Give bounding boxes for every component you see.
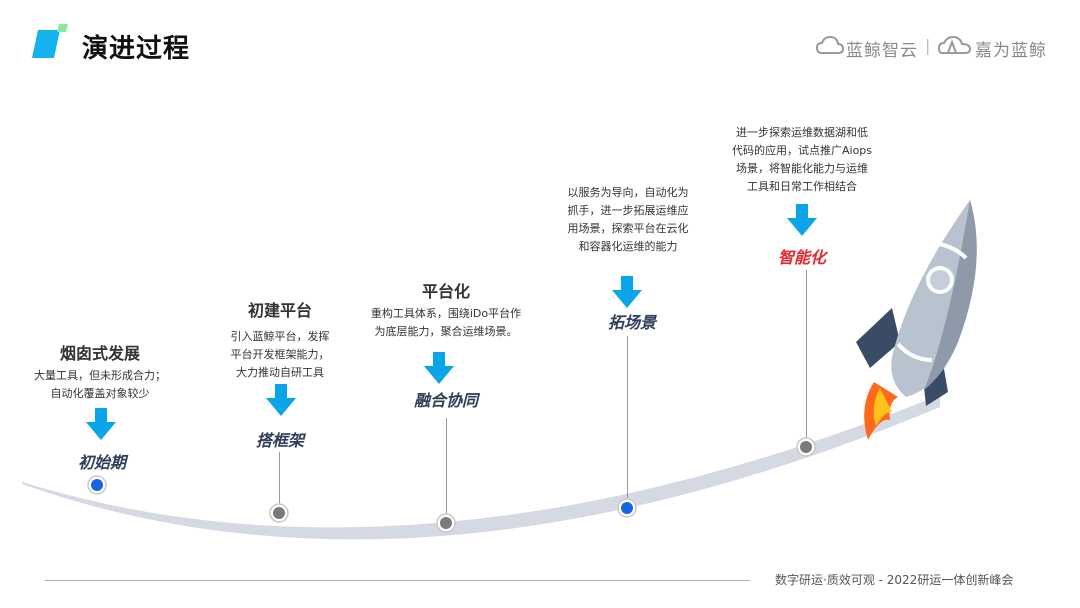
stage-4-node xyxy=(617,498,637,518)
stage-3-desc: 重构工具体系，围绕iDo平台作 为底层能力，聚合运维场景。 xyxy=(370,307,522,338)
stage-2-connector xyxy=(279,452,280,504)
stage-3-label: 融合协同 xyxy=(413,391,478,410)
down-arrow-icon xyxy=(266,384,296,416)
cloud-logo-icon xyxy=(816,35,844,54)
stage-3-connector xyxy=(446,418,447,514)
down-arrow-icon xyxy=(612,276,642,308)
stage-2-label: 搭框架 xyxy=(255,431,304,450)
down-arrow-icon xyxy=(787,204,817,236)
stage-4-desc: 以服务为导向，自动化为 抓手，进一步拓展运维应 用场景，探索平台在云化 和容器化… xyxy=(567,186,689,253)
footer-text: 数字研运·质效可观 - 2022研运一体创新峰会 xyxy=(775,573,1014,587)
stage-5-connector xyxy=(806,270,807,438)
logo-icon xyxy=(32,24,68,58)
down-arrow-icon xyxy=(86,408,116,440)
down-arrow-icon xyxy=(424,352,454,384)
stage-1-title: 烟囱式发展 xyxy=(59,344,140,363)
brand-separator: | xyxy=(925,36,931,55)
stage-2-node xyxy=(269,503,289,523)
stage-3-node xyxy=(436,513,456,533)
rocket-icon xyxy=(856,200,977,440)
stage-4-connector xyxy=(627,336,628,498)
stage-5-node xyxy=(796,437,816,457)
stage-2-title: 初建平台 xyxy=(247,301,312,320)
page-title: 演进过程 xyxy=(82,34,191,64)
stage-3-title: 平台化 xyxy=(421,282,470,301)
stage-2-desc: 引入蓝鲸平台，发挥 平台开发框架能力， 大力推动自研工具 xyxy=(230,330,330,379)
stage-1-node xyxy=(87,475,107,495)
stage-4-label: 拓场景 xyxy=(607,313,656,332)
stage-1-label: 初始期 xyxy=(77,453,126,472)
brand-jiawei-lanjing: 嘉为蓝鲸 xyxy=(975,41,1047,61)
footer-divider xyxy=(45,580,750,581)
jiawei-logo-icon xyxy=(938,35,972,54)
stage-5-label: 智能化 xyxy=(777,248,826,267)
brand-lanjing-zhiyun: 蓝鲸智云 xyxy=(846,41,918,61)
stage-1-desc: 大量工具，但未形成合力； 自动化覆盖对象较少 xyxy=(34,369,166,400)
stage-5-desc: 进一步探索运维数据湖和低 代码的应用，试点推广Aiops 场景，将智能化能力与运… xyxy=(731,126,873,193)
